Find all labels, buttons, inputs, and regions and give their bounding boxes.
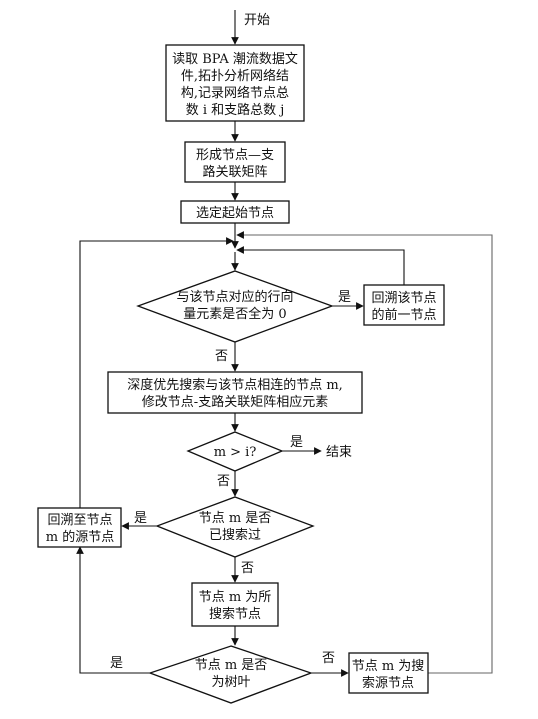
mark-source-line-2: 索源节点 [362,676,414,691]
edge-backtrack-source-return [79,237,234,508]
node-read-file: 读取 BPA 潮流数据文 件,拓扑分析网络结 构,记录网络节点总 数 i 和支路… [165,44,305,122]
node-mark-source: 节点 m 为搜 索源节点 [348,652,429,694]
edge-backtrack-prev-return [236,246,405,285]
edge-leaf-yes [76,546,150,674]
start-label: 开始 [244,13,270,28]
node-backtrack-source: 回溯至节点 m 的源节点 [37,507,122,548]
node-end: 结束 [326,445,352,460]
read-file-line-4: 数 i 和支路总数 j [186,102,285,118]
mark-searched-line-2: 搜索节点 [209,607,261,622]
mark-source-line-1: 节点 m 为搜 [352,659,425,674]
check-zero-line-1: 与该节点对应的行向 [176,289,293,305]
node-check-leaf: 节点 m 是否 为树叶 [148,645,313,704]
backtrack-prev-line-2: 的前一节点 [371,307,436,323]
dfs-search-line-2: 修改节点-支路关联矩阵相应元素 [142,394,328,410]
check-searched-line-1: 节点 m 是否 [199,511,272,526]
label-zero-yes: 是 [338,290,351,305]
node-start: 开始 [244,13,270,28]
label-leaf-yes: 是 [110,656,123,671]
form-matrix-line-2: 路关联矩阵 [202,164,267,180]
end-label: 结束 [326,445,352,460]
check-leaf-line-2: 为树叶 [211,675,250,690]
label-leaf-no: 否 [322,651,335,666]
form-matrix-line-1: 形成节点—支 [196,148,274,163]
node-backtrack-prev: 回溯该节点 的前一节点 [363,284,445,326]
check-zero-line-2: 量元素是否全为 0 [183,306,286,322]
label-m-gt-i-no: 否 [217,474,230,489]
read-file-line-1: 读取 BPA 潮流数据文 [172,52,298,67]
backtrack-source-line-1: 回溯至节点 [47,512,112,528]
backtrack-prev-line-1: 回溯该节点 [371,290,436,306]
label-zero-no: 否 [215,349,228,364]
node-mark-searched: 节点 m 为所 搜索节点 [191,582,279,627]
node-select-start: 选定起始节点 [180,200,290,224]
check-searched-line-2: 已搜索过 [209,528,261,543]
label-searched-yes: 是 [134,511,147,526]
mark-searched-line-1: 节点 m 为所 [199,590,272,605]
check-leaf-line-1: 节点 m 是否 [195,658,268,673]
node-form-matrix: 形成节点—支 路关联矩阵 [184,141,286,183]
node-dfs-search: 深度优先搜索与该节点相连的节点 m, 修改节点-支路关联矩阵相应元素 [107,371,363,414]
node-check-m-gt-i: m > i? [186,431,284,472]
node-check-zero: 与该节点对应的行向 量元素是否全为 0 [136,270,334,343]
read-file-line-2: 件,拓扑分析网络结 [181,68,289,84]
dfs-search-line-1: 深度优先搜索与该节点相连的节点 m, [127,377,343,393]
backtrack-source-line-2: m 的源节点 [46,529,114,545]
check-m-gt-i-line-1: m > i? [214,445,257,460]
node-check-searched: 节点 m 是否 已搜索过 [155,496,315,558]
select-start-line-1: 选定起始节点 [196,206,274,221]
label-searched-no: 否 [241,561,254,576]
label-m-gt-i-yes: 是 [290,435,303,450]
edge-source-return [236,231,493,674]
read-file-line-3: 构,记录网络节点总 [181,85,289,101]
